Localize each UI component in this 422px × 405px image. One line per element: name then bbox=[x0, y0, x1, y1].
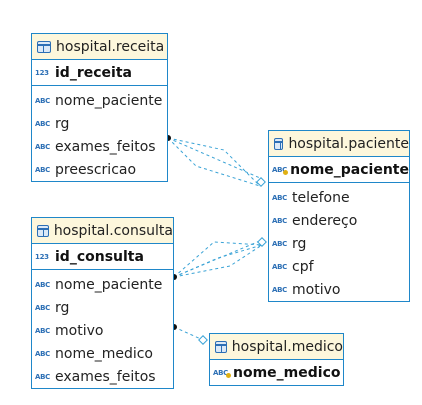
table-header[interactable]: hospital.consulta bbox=[32, 218, 173, 244]
link-receita-paciente-3 bbox=[167, 137, 261, 187]
primary-key-row[interactable]: 123 id_consulta bbox=[32, 244, 173, 270]
column-row[interactable]: ABC rg bbox=[269, 232, 409, 255]
table-name: hospital.consulta bbox=[53, 222, 173, 239]
column-row[interactable]: ABC telefone bbox=[269, 186, 409, 209]
column-name: exames_feitos bbox=[55, 138, 156, 155]
column-name: nome_paciente bbox=[55, 276, 163, 293]
link-receita-paciente-2 bbox=[167, 137, 261, 187]
link-end-paciente-1 bbox=[256, 177, 266, 187]
text-type-icon: ABC bbox=[35, 303, 50, 312]
column-row[interactable]: ABC endereço bbox=[269, 209, 409, 232]
link-end-paciente-2 bbox=[257, 237, 267, 247]
primary-key-row[interactable]: 123 id_receita bbox=[32, 60, 167, 86]
text-type-icon: ABC bbox=[35, 165, 50, 174]
text-type-icon: ABC bbox=[35, 96, 50, 105]
column-name: motivo bbox=[292, 281, 341, 298]
link-consulta-medico bbox=[173, 326, 204, 341]
link-consulta-paciente-3 bbox=[173, 241, 263, 278]
text-type-icon: ABC bbox=[35, 372, 50, 381]
column-row[interactable]: ABC motivo bbox=[269, 278, 409, 301]
table-name: hospital.paciente bbox=[288, 135, 409, 152]
primary-key-name: nome_paciente bbox=[290, 161, 409, 178]
text-type-icon: ABC bbox=[272, 216, 287, 225]
link-consulta-paciente-1 bbox=[173, 239, 263, 278]
text-type-icon: ABC bbox=[272, 193, 287, 202]
link-end-medico bbox=[198, 335, 208, 345]
text-type-icon: ABC bbox=[35, 142, 50, 151]
text-type-icon: ABC bbox=[35, 349, 50, 358]
text-type-icon: ABC bbox=[213, 369, 231, 378]
column-name: rg bbox=[55, 299, 70, 316]
column-row[interactable]: ABC cpf bbox=[269, 255, 409, 278]
column-name: nome_paciente bbox=[55, 92, 163, 109]
text-type-icon: ABC bbox=[272, 239, 287, 248]
text-type-icon: ABC bbox=[35, 280, 50, 289]
column-row[interactable]: ABC rg bbox=[32, 296, 173, 319]
table-header[interactable]: hospital.medico bbox=[210, 334, 343, 360]
column-row[interactable]: ABC nome_medico bbox=[32, 342, 173, 365]
primary-key-row[interactable]: ABC nome_paciente bbox=[269, 157, 409, 183]
primary-key-row[interactable]: ABC nome_medico bbox=[210, 360, 343, 385]
table-medico[interactable]: hospital.medico ABC nome_medico bbox=[209, 333, 344, 386]
text-type-icon: ABC bbox=[272, 165, 289, 175]
numeric-type-icon: 123 bbox=[35, 252, 49, 261]
column-row[interactable]: ABC nome_paciente bbox=[32, 89, 167, 112]
column-name: telefone bbox=[292, 189, 350, 206]
key-icon bbox=[283, 169, 289, 175]
column-row[interactable]: ABC exames_feitos bbox=[32, 365, 173, 388]
table-receita[interactable]: hospital.receita 123 id_receita ABC nome_… bbox=[31, 33, 168, 182]
table-header[interactable]: hospital.receita bbox=[32, 34, 167, 60]
numeric-type-icon: 123 bbox=[35, 68, 49, 77]
table-paciente[interactable]: hospital.paciente ABC nome_paciente ABC t… bbox=[268, 130, 410, 302]
column-name: endereço bbox=[292, 212, 358, 229]
table-icon bbox=[274, 137, 284, 150]
primary-key-name: id_receita bbox=[55, 64, 132, 81]
table-icon bbox=[215, 340, 227, 353]
key-icon bbox=[226, 372, 231, 378]
text-type-icon: ABC bbox=[272, 285, 287, 294]
column-name: preescricao bbox=[55, 161, 137, 178]
primary-key-name: nome_medico bbox=[233, 364, 341, 381]
column-name: rg bbox=[292, 235, 307, 252]
column-name: cpf bbox=[292, 258, 314, 275]
primary-key-name: id_consulta bbox=[55, 248, 144, 265]
text-type-icon: ABC bbox=[35, 119, 50, 128]
table-icon bbox=[37, 224, 49, 237]
column-row[interactable]: ABC nome_paciente bbox=[32, 273, 173, 296]
column-name: motivo bbox=[55, 322, 104, 339]
table-header[interactable]: hospital.paciente bbox=[269, 131, 409, 157]
column-name: nome_medico bbox=[55, 345, 153, 362]
column-row[interactable]: ABC exames_feitos bbox=[32, 135, 167, 158]
column-name: exames_feitos bbox=[55, 368, 156, 385]
table-name: hospital.medico bbox=[231, 338, 343, 355]
column-name: rg bbox=[55, 115, 70, 132]
link-consulta-paciente-4 bbox=[173, 244, 263, 278]
link-receita-paciente-1 bbox=[167, 137, 261, 179]
table-icon bbox=[37, 40, 51, 53]
column-row[interactable]: ABC motivo bbox=[32, 319, 173, 342]
text-type-icon: ABC bbox=[272, 262, 287, 271]
table-name: hospital.receita bbox=[56, 38, 165, 55]
column-row[interactable]: ABC preescricao bbox=[32, 158, 167, 181]
column-row[interactable]: ABC rg bbox=[32, 112, 167, 135]
table-consulta[interactable]: hospital.consulta 123 id_consulta ABC nom… bbox=[31, 217, 174, 389]
text-type-icon: ABC bbox=[35, 326, 50, 335]
link-consulta-paciente-2 bbox=[173, 244, 263, 278]
